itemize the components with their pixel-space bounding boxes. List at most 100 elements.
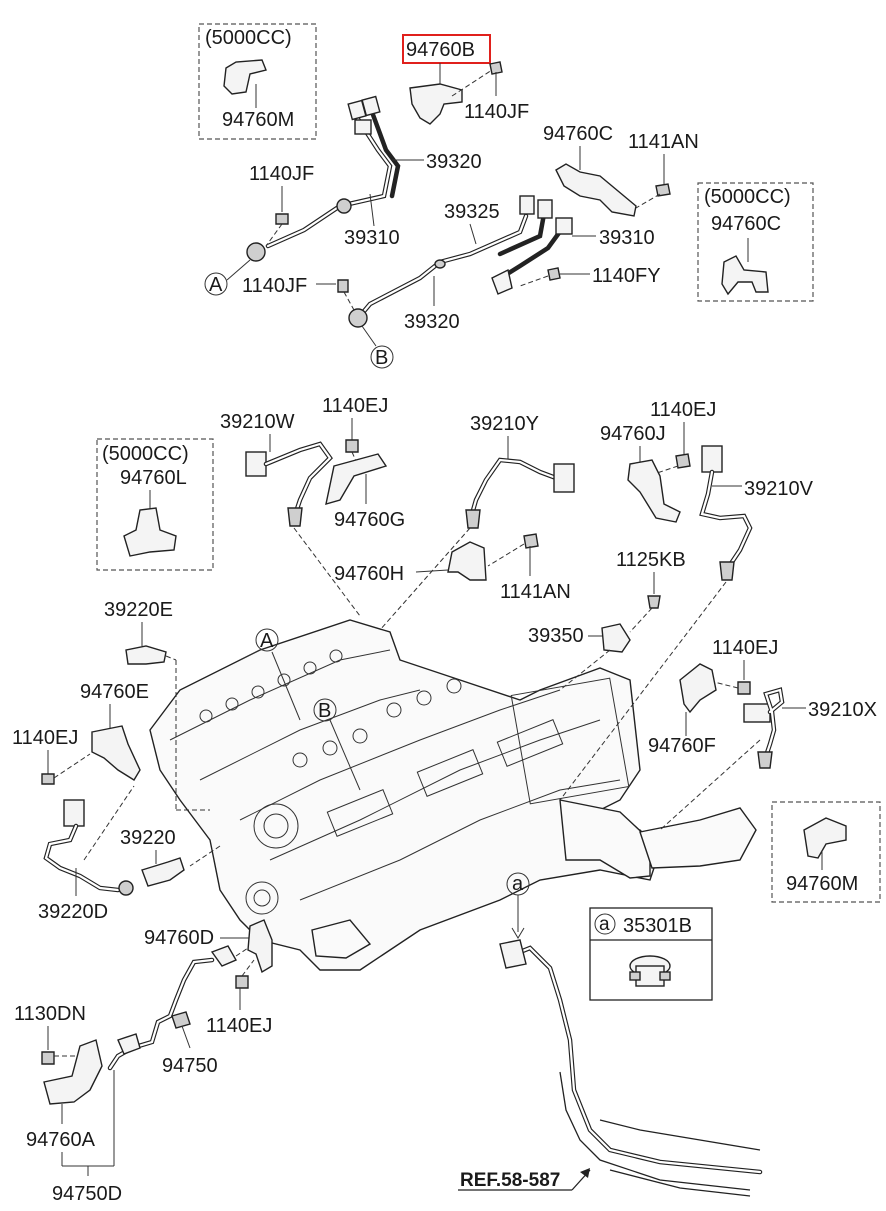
connector-icon — [63, 799, 85, 827]
knock-sensor-icon — [336, 198, 352, 214]
bracket-94760m-icon — [803, 817, 847, 859]
part-number-94760e[interactable]: 94760E — [80, 681, 149, 703]
bolt-icon — [41, 1051, 55, 1065]
variant-label: (5000CC) — [102, 443, 189, 465]
callout-b-top-text: B — [375, 347, 388, 369]
variant-box-top-right: (5000CC) 94760C — [697, 182, 814, 302]
part-number-94750d[interactable]: 94750D — [52, 1183, 122, 1205]
sensor-39220e-group: 39220E — [104, 599, 177, 665]
bolt-icon — [275, 213, 289, 225]
part-number-1140ej-d[interactable]: 1140EJ — [206, 1015, 272, 1037]
callout-a-engine[interactable] — [255, 628, 279, 652]
part-number-94760d[interactable]: 94760D — [144, 927, 214, 949]
part-number-1140ej-j[interactable]: 1140EJ — [650, 399, 716, 421]
bracket-94760c-group: 94760C 1141AN — [543, 123, 699, 217]
bracket-94760m-icon — [223, 59, 267, 95]
bracket-94760b-icon — [409, 83, 463, 125]
oxygen-sensor-icon — [287, 507, 303, 527]
vacuum-line-group: a REF.58-587 — [458, 872, 763, 1197]
oxygen-sensor-39210v-group: 1140EJ 94760J 39210V — [600, 399, 814, 581]
part-number-1130dn[interactable]: 1130DN — [14, 1003, 86, 1025]
oxygen-sensor-39210x-group: 1140EJ 94760F 39210X — [648, 637, 877, 769]
sensor-94750-group: 94760D 94750 1140EJ — [107, 919, 273, 1077]
part-number-39320-low[interactable]: 39320 — [404, 311, 460, 333]
part-number-94760c-variant[interactable]: 94760C — [711, 213, 781, 235]
oxygen-sensor-icon — [719, 561, 735, 581]
part-number-1141an-mid[interactable]: 1141AN — [500, 581, 571, 603]
highlight-box — [402, 34, 491, 64]
part-number-39310-right[interactable]: 39310 — [599, 227, 655, 249]
bracket-94760j-icon — [627, 459, 681, 523]
connector-icon — [210, 945, 237, 967]
part-number-39210y[interactable]: 39210Y — [470, 413, 539, 435]
part-number-94760g[interactable]: 94760G — [334, 509, 405, 531]
variant-label: (5000CC) — [205, 27, 292, 49]
part-number-94760l[interactable]: 94760L — [120, 467, 187, 489]
part-number-1140fy[interactable]: 1140FY — [592, 265, 661, 287]
part-number-1140jf-low[interactable]: 1140JF — [242, 275, 307, 297]
connector-icon — [743, 703, 771, 723]
callout-a-top-text: A — [209, 274, 223, 296]
part-number-39325[interactable]: 39325 — [444, 201, 500, 223]
callout-b-engine[interactable] — [313, 698, 337, 722]
part-number-1140ej-e[interactable]: 1140EJ — [12, 727, 78, 749]
oxygen-sensor-39210y-group: 39210Y 94760H 1141AN — [334, 413, 575, 603]
part-number-94760h[interactable]: 94760H — [334, 563, 404, 585]
sensor-39350-group: 1125KB 39350 — [528, 549, 686, 653]
sensor-end-icon — [118, 880, 134, 896]
part-number-94750[interactable]: 94750 — [162, 1055, 218, 1077]
part-number-39310-left[interactable]: 39310 — [344, 227, 400, 249]
reference-link[interactable]: REF.58-587 — [460, 1170, 560, 1191]
inset-box-35301b: a 35301B — [589, 907, 713, 1001]
callout-b-top[interactable] — [370, 345, 394, 369]
part-number-39210x[interactable]: 39210X — [808, 699, 877, 721]
callout-a-engine-text: A — [260, 630, 274, 652]
part-number-94760a[interactable]: 94760A — [26, 1129, 96, 1151]
part-number-1140jf-mid[interactable]: 1140JF — [249, 163, 314, 185]
part-number-94760c[interactable]: 94760C — [543, 123, 613, 145]
part-number-39210v[interactable]: 39210V — [744, 478, 814, 500]
part-number-1125kb[interactable]: 1125KB — [616, 549, 686, 571]
part-number-94760m[interactable]: 94760M — [222, 109, 294, 131]
part-number-94760b[interactable]: 94760B — [406, 39, 475, 61]
part-number-94760f[interactable]: 94760F — [648, 735, 716, 757]
bracket-94760e-icon — [91, 725, 141, 781]
connector-icon — [537, 199, 553, 219]
oxygen-sensor-icon — [757, 751, 773, 769]
bolt-icon — [337, 279, 349, 293]
part-number-94760j[interactable]: 94760J — [600, 423, 666, 445]
bracket-94760a-group: 1130DN 94760A 94750D — [14, 1003, 122, 1205]
part-number-1140ej-f[interactable]: 1140EJ — [712, 637, 778, 659]
sensor-39220-group: 39220 — [120, 827, 185, 887]
part-number-35301b[interactable]: 35301B — [623, 915, 692, 937]
part-number-94760m-right[interactable]: 94760M — [786, 873, 858, 895]
part-number-39210w[interactable]: 39210W — [220, 411, 295, 433]
bolt-icon — [489, 61, 503, 75]
bolt-icon — [655, 183, 671, 197]
callout-a-top[interactable] — [204, 272, 228, 296]
variant-box-mid-left: (5000CC) 94760L — [96, 438, 214, 571]
callout-a-lower-text: a — [512, 873, 524, 895]
sensor-39220-icon — [141, 857, 185, 887]
callout-b-engine-text: B — [318, 700, 331, 722]
sensor-icon — [491, 268, 513, 295]
part-number-39220e[interactable]: 39220E — [104, 599, 173, 621]
part-number-39350[interactable]: 39350 — [528, 625, 584, 647]
part-number-1140ej-w[interactable]: 1140EJ — [322, 395, 388, 417]
connector-icon — [361, 95, 381, 117]
catalytic-converter-icon — [559, 799, 651, 879]
harness-39220d-group: 94760E 1140EJ 39220D — [12, 681, 149, 923]
oxygen-sensor-icon — [465, 509, 481, 529]
bolt-icon — [345, 439, 359, 453]
sensor-39220e-icon — [125, 645, 167, 665]
knock-sensor-harness-left: 39320 39310 1140JF A — [204, 95, 482, 296]
part-number-39220d[interactable]: 39220D — [38, 901, 108, 923]
part-number-39220[interactable]: 39220 — [120, 827, 176, 849]
part-number-1140jf-top[interactable]: 1140JF — [464, 101, 529, 123]
bolt-icon — [41, 773, 55, 785]
bolt-icon — [547, 267, 561, 281]
part-number-1141an-top[interactable]: 1141AN — [628, 131, 699, 153]
bracket-94760h-icon — [447, 541, 487, 581]
part-number-39320-top[interactable]: 39320 — [426, 151, 482, 173]
